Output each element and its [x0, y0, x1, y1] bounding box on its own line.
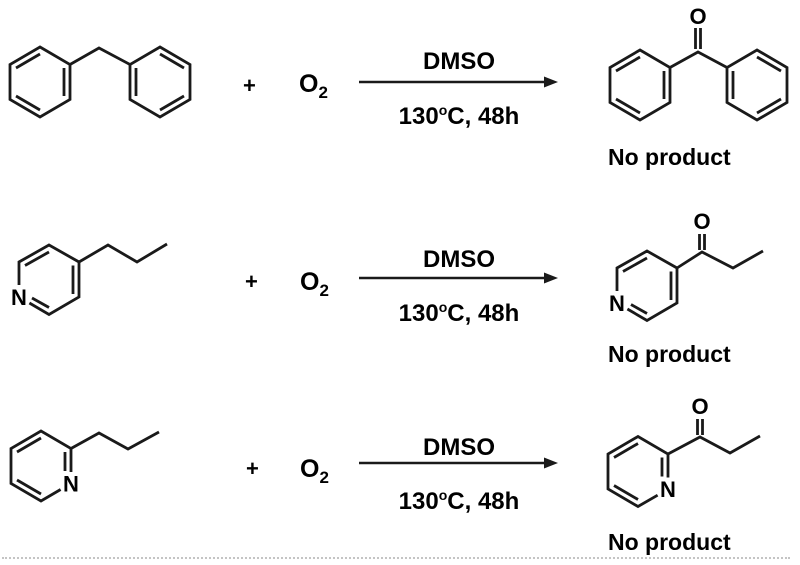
structure-1-pyridin-2-yl-propan-1-one: O N — [606, 394, 761, 509]
atom-label-oxygen: O — [693, 209, 710, 234]
degree-superscript: o — [438, 487, 448, 503]
degree-superscript: o — [438, 299, 448, 315]
oxygen-symbol: O — [300, 268, 320, 296]
atom-label-oxygen: O — [691, 394, 708, 419]
conditions-label: 130oC, 48h — [398, 299, 520, 327]
reagent-label: DMSO — [423, 246, 495, 273]
oxygen-subscript: 2 — [319, 281, 329, 300]
reagent-label: DMSO — [423, 48, 495, 75]
degree-superscript: o — [438, 102, 448, 118]
structure-4-propylpyridine: N — [11, 242, 168, 317]
conditions-label: 130oC, 48h — [398, 102, 520, 130]
oxygen-formula: O2 — [299, 72, 328, 105]
oxygen-symbol: O — [299, 70, 319, 98]
result-label: No product — [608, 529, 731, 555]
bottom-dotted-divider — [2, 557, 790, 559]
conditions-label: 130oC, 48h — [398, 487, 520, 515]
structure-benzophenone: O — [608, 4, 789, 122]
oxygen-subscript: 2 — [319, 468, 329, 487]
oxygen-formula: O2 — [300, 457, 329, 490]
oxygen-symbol: O — [300, 455, 320, 483]
atom-label-nitrogen: N — [63, 472, 79, 497]
oxygen-formula: O2 — [300, 270, 329, 303]
structure-diphenylmethane — [8, 45, 192, 119]
atom-label-nitrogen: N — [660, 477, 676, 502]
reaction-arrow — [359, 457, 558, 469]
reagent-label: DMSO — [423, 434, 495, 461]
reaction-arrow — [359, 76, 558, 88]
reaction-arrow — [359, 272, 558, 284]
plus-sign: + — [245, 269, 258, 294]
atom-label-oxygen: O — [689, 4, 706, 29]
atom-label-nitrogen: N — [11, 285, 27, 310]
atom-label-nitrogen: N — [609, 291, 625, 316]
structure-1-pyridin-4-yl-propan-1-one: O N — [609, 209, 764, 323]
plus-sign: + — [246, 456, 259, 481]
result-label: No product — [608, 341, 731, 367]
plus-sign: + — [243, 73, 256, 98]
structure-2-propylpyridine: N — [9, 429, 160, 503]
result-label: No product — [608, 144, 731, 170]
oxygen-subscript: 2 — [318, 83, 328, 102]
